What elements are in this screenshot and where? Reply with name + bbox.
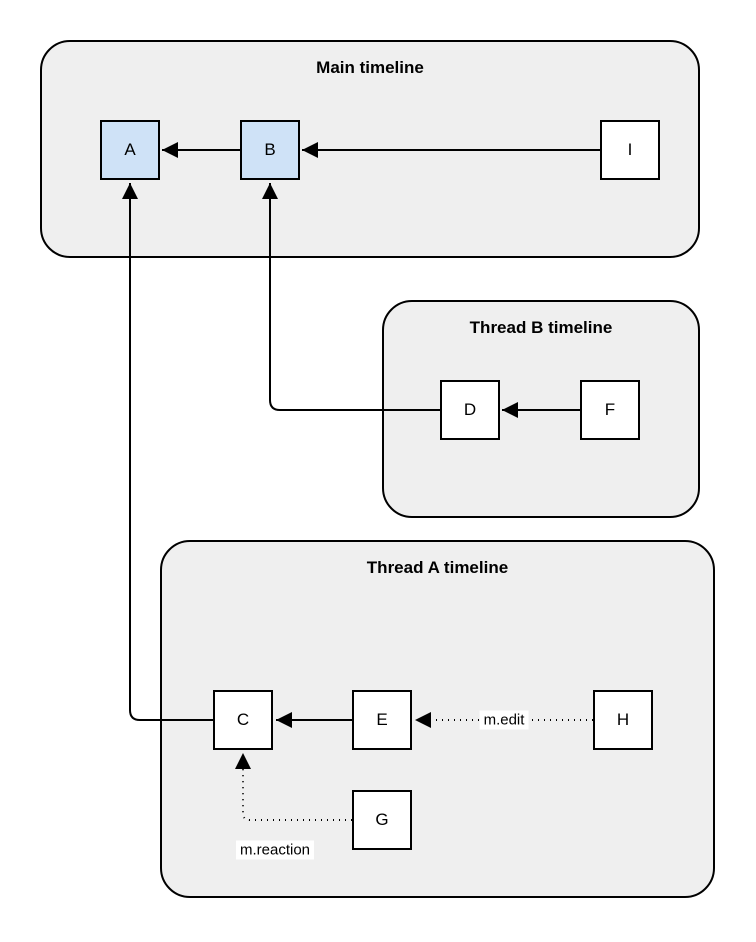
- node-i: I: [600, 120, 660, 180]
- node-label: D: [463, 400, 477, 419]
- container-title: Thread A timeline: [366, 558, 509, 577]
- node-label: F: [604, 400, 616, 419]
- node-d: D: [440, 380, 500, 440]
- container-title: Main timeline: [316, 58, 424, 77]
- node-label: H: [616, 710, 630, 729]
- edge-label-m-reaction: m.reaction: [235, 840, 315, 860]
- node-label: E: [376, 710, 388, 729]
- node-b: B: [240, 120, 300, 180]
- node-label: A: [124, 140, 136, 159]
- node-label: G: [375, 810, 389, 829]
- node-c: C: [213, 690, 273, 750]
- edge-label-m-edit: m.edit: [479, 710, 529, 730]
- node-label: I: [627, 140, 633, 159]
- node-label: C: [236, 710, 250, 729]
- node-g: G: [352, 790, 412, 850]
- node-f: F: [580, 380, 640, 440]
- node-h: H: [593, 690, 653, 750]
- node-e: E: [352, 690, 412, 750]
- container-thread-b-timeline: Thread B timeline: [382, 300, 700, 518]
- node-a: A: [100, 120, 160, 180]
- container-title: Thread B timeline: [469, 318, 613, 337]
- node-label: B: [264, 140, 276, 159]
